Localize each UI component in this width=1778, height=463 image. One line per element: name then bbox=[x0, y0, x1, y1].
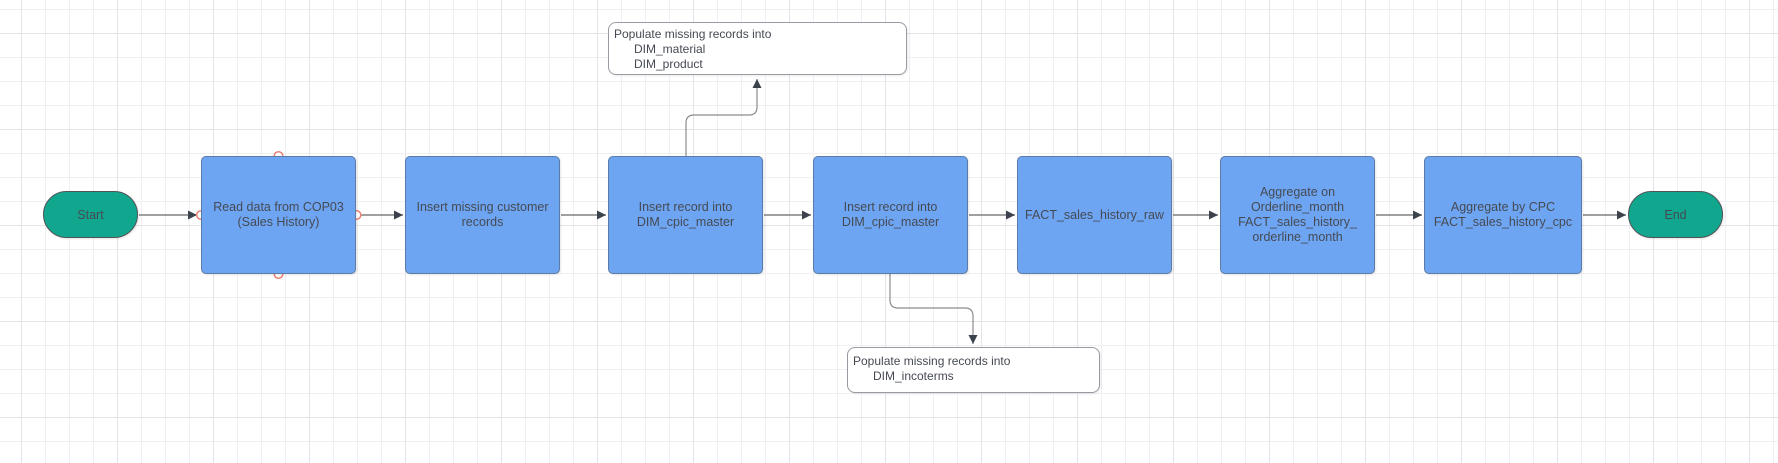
annotation-line: Populate missing records into bbox=[853, 354, 1011, 368]
annotation-dim-material-product[interactable]: Populate missing records into DIM_materi… bbox=[608, 22, 907, 75]
annotation-line: DIM_incoterms bbox=[873, 369, 954, 383]
annotation-line: Populate missing records into bbox=[614, 27, 772, 41]
node-end-label: End bbox=[1664, 207, 1687, 222]
annotation-line: DIM_product bbox=[634, 57, 703, 71]
annotation-connectors bbox=[685, 79, 978, 344]
annotation-dim-incoterms[interactable]: Populate missing records into DIM_incote… bbox=[847, 347, 1100, 393]
node-read-data-cop03[interactable]: Read data from COP03(Sales History) bbox=[201, 156, 356, 274]
node-start-label: Start bbox=[77, 207, 104, 222]
edge-dim-cpic-2-to-annotation-incoterms[interactable] bbox=[889, 274, 978, 344]
node-end[interactable]: End bbox=[1628, 191, 1723, 238]
node-fact-sales-history-raw-label: FACT_sales_history_raw bbox=[1025, 207, 1164, 222]
node-start[interactable]: Start bbox=[43, 191, 138, 238]
edge-dim-cpic-1-to-annotation-material[interactable] bbox=[685, 79, 762, 156]
node-fact-sales-history-raw[interactable]: FACT_sales_history_raw bbox=[1017, 156, 1172, 274]
annotation-line: DIM_material bbox=[634, 42, 706, 56]
node-read-data-cop03-label: Read data from COP03(Sales History) bbox=[213, 200, 344, 229]
